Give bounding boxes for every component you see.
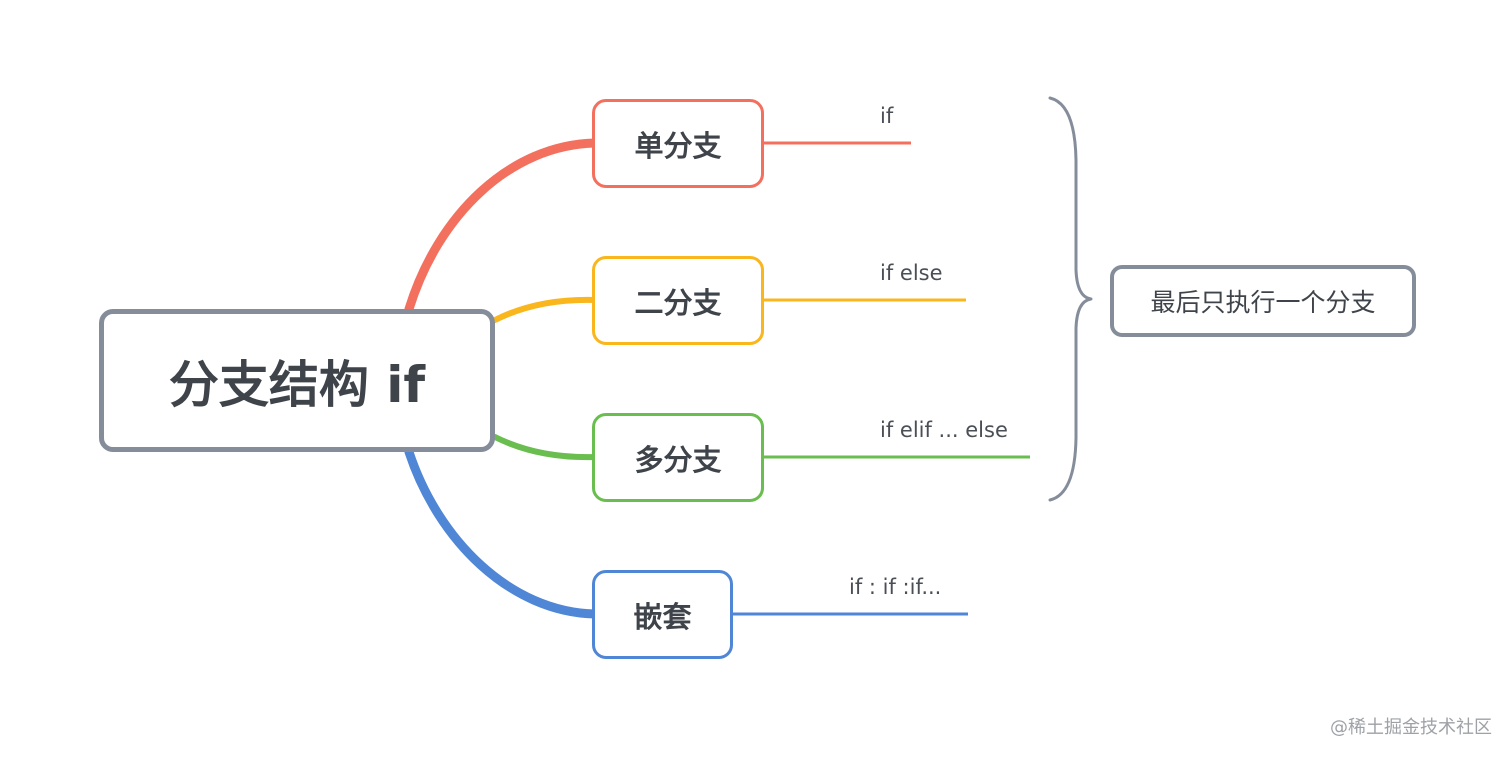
summary-node[interactable]: 最后只执行一个分支	[1110, 265, 1416, 337]
connector-single-branch	[404, 138, 600, 314]
connector-multi-branch	[492, 434, 598, 461]
branch-label-double: 二分支	[634, 285, 722, 320]
branch-label-single: 单分支	[634, 128, 722, 163]
watermark-text: @稀土掘金技术社区	[1330, 717, 1492, 738]
leaf-label-nested[interactable]: if : if :if...	[849, 575, 942, 599]
branch-label-nested: 嵌套	[633, 599, 692, 634]
leaf-label-single[interactable]: if	[880, 104, 894, 128]
branch-node-double[interactable]: 二分支	[592, 256, 764, 345]
branch-label-multi: 多分支	[634, 442, 722, 477]
leaf-label-double[interactable]: if else	[880, 261, 943, 285]
branch-node-single[interactable]: 单分支	[592, 99, 764, 188]
connector-nested-branch	[404, 447, 600, 619]
central-topic[interactable]: 分支结构 if	[99, 309, 495, 452]
central-topic-label: 分支结构 if	[168, 355, 426, 414]
branch-node-nested[interactable]: 嵌套	[592, 570, 733, 659]
summary-brace	[1048, 96, 1093, 502]
connector-double-branch	[492, 296, 598, 323]
branch-node-multi[interactable]: 多分支	[592, 413, 764, 502]
leaf-label-multi[interactable]: if elif ... else	[880, 418, 1008, 442]
summary-label: 最后只执行一个分支	[1150, 288, 1376, 317]
